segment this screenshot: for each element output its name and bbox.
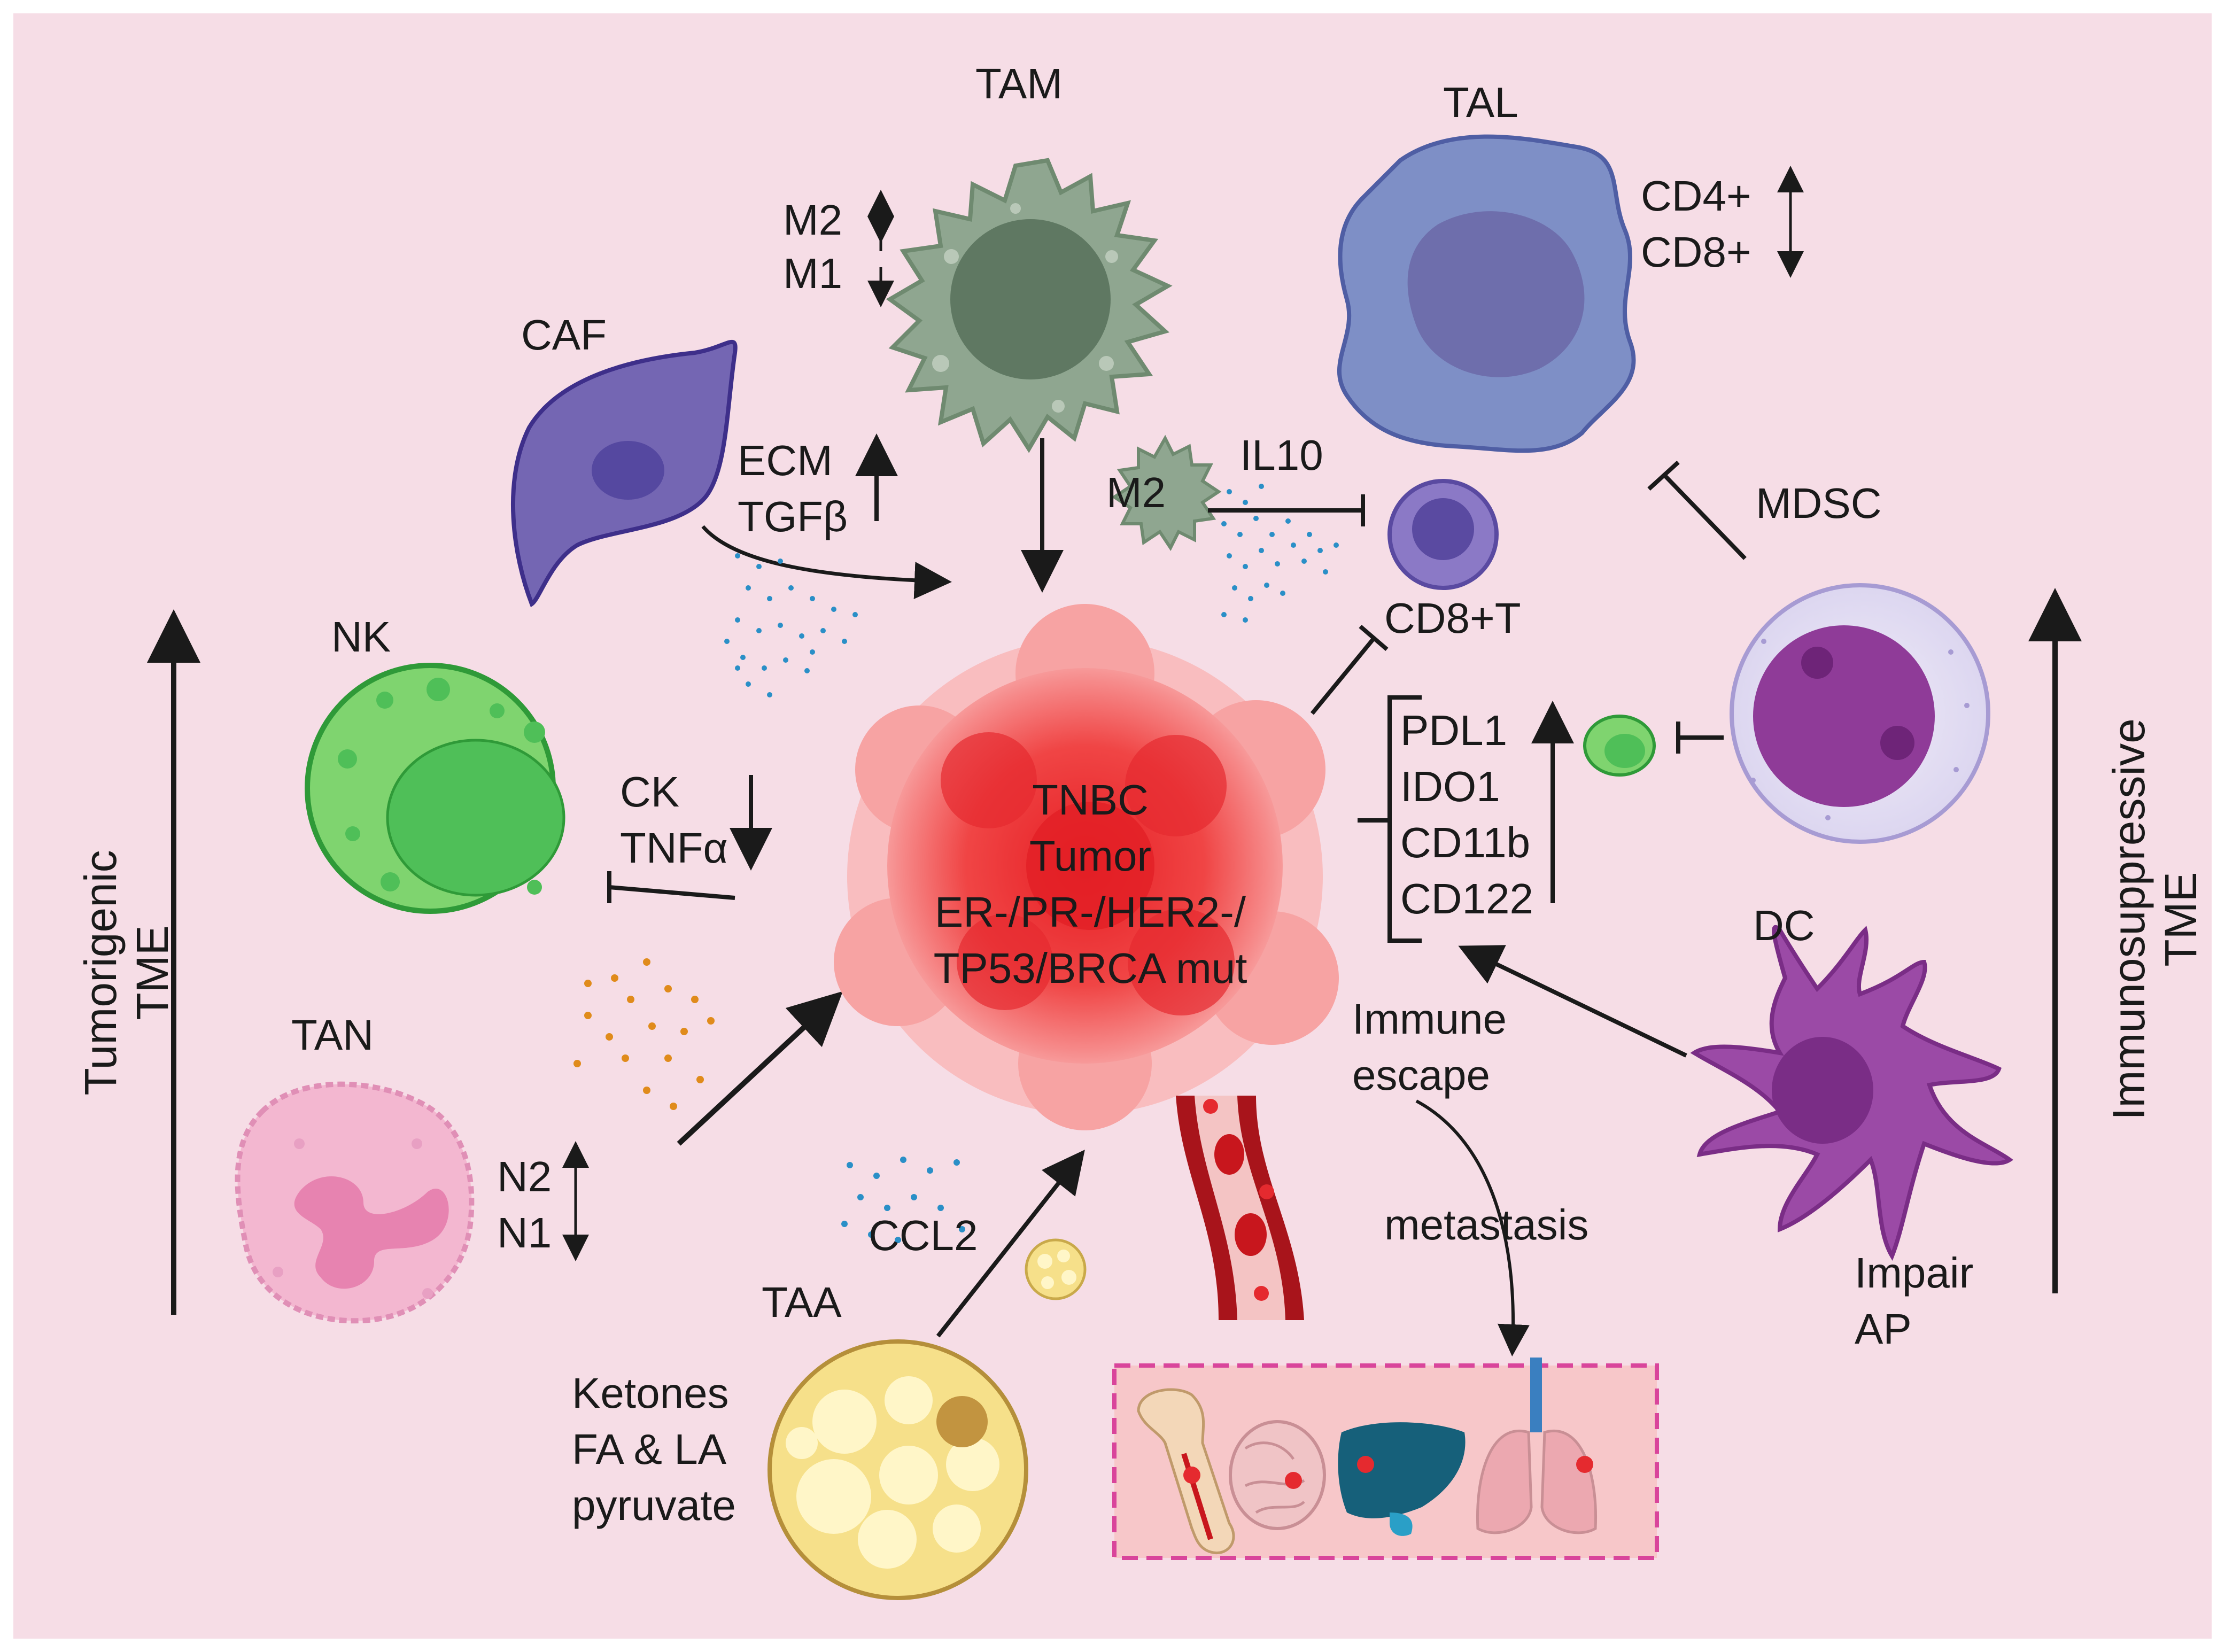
taa-factor-fa-la: FA & LA [572,1425,727,1473]
caf-factor-ecm: ECM [738,437,833,484]
immunosuppressive-axis-label: Immunosuppressive TME [2104,718,2206,1120]
tam-marker-m2: M2 [783,196,843,244]
caf-to-tumor-arrow [701,525,952,600]
tumor-line-4: TP53/BRCA mut [933,944,1247,992]
taa-adipocyte-icon [767,1339,1028,1600]
dc-label: DC [1753,902,1815,949]
dc-note-ap: AP [1855,1305,1912,1353]
dc-to-tumor-arrow [1458,945,1687,1058]
tumor-mass-icon [834,604,1339,1130]
caf-cell-icon [510,339,738,608]
nk-factor-tnfa: TNFα [620,824,728,872]
cd8t-cell-icon [1387,479,1499,590]
dc-note-impair: Impair [1855,1249,1974,1297]
small-nk-cell-icon [1583,715,1656,777]
nk-label: NK [331,613,391,661]
tumorigenic-axis-label: Tumorigenic TME [75,850,177,1096]
checkpoint-pdl1: PDL1 [1400,707,1508,754]
tumor-line-2: Tumor [1029,832,1152,880]
mdsc-cell-icon [1730,583,1990,844]
taa-factor-pyruvate: pyruvate [572,1482,736,1529]
il10-particles [1221,484,1339,623]
tan-cell-icon [235,1081,475,1324]
cd8t-label: CD8+T [1384,594,1521,642]
tam-cell-icon [886,158,1173,453]
checkpoint-ido1: IDO1 [1400,763,1500,810]
tam-label: TAM [975,60,1063,107]
lungs-icon [1476,1358,1598,1534]
small-adipocyte-icon [1025,1238,1087,1300]
nk-factor-ck: CK [620,768,680,816]
checkpoint-cd122: CD122 [1400,875,1534,922]
m2-small-label: M2 [1106,469,1166,516]
immune-escape-line-2: escape [1352,1051,1490,1099]
blood-vessel-icon [1176,1096,1304,1320]
bone-icon [1137,1388,1235,1555]
tal-label: TAL [1443,79,1518,126]
tumor-line-1: TNBC [1032,776,1149,824]
brain-icon [1229,1420,1326,1530]
ccl2-label: CCL2 [869,1212,978,1259]
tal-marker-cd8: CD8+ [1641,228,1751,276]
tan-marker-n1: N1 [497,1209,552,1257]
m2-small-cell-icon [1111,435,1222,551]
taa-label: TAA [762,1278,842,1326]
ccl2-particles [841,1157,965,1243]
caf-factor-tgfb: TGFβ [738,493,848,540]
immune-escape-line-1: Immune [1352,995,1507,1043]
caf-particles [724,553,858,697]
tumor-line-3: ER-/PR-/HER2-/ [934,888,1246,936]
metastasis-arrow [1415,1099,1530,1356]
metastasis-label: metastasis [1384,1201,1589,1248]
tan-marker-n2: N2 [497,1153,552,1200]
tal-marker-cd4: CD4+ [1641,172,1751,220]
checkpoint-cd11b: CD11b [1400,819,1531,866]
dc-cell-icon [1690,925,2013,1261]
taa-factor-ketones: Ketones [572,1369,729,1417]
tam-marker-m1: M1 [783,250,843,297]
tal-cell-icon [1337,134,1636,453]
il10-label: IL10 [1240,431,1323,479]
taa-to-tumor-arrow [936,1150,1085,1338]
liver-icon [1338,1422,1466,1536]
caf-label: CAF [521,311,607,359]
tan-to-tumor-arrow [677,991,843,1146]
checkpoint-bracket [1358,695,1422,943]
nk-cell-icon [305,663,565,914]
mdsc-label: MDSC [1756,479,1882,527]
nk-inhibition-line [609,885,735,900]
orange-particles [573,958,715,1110]
tan-label: TAN [291,1011,374,1059]
